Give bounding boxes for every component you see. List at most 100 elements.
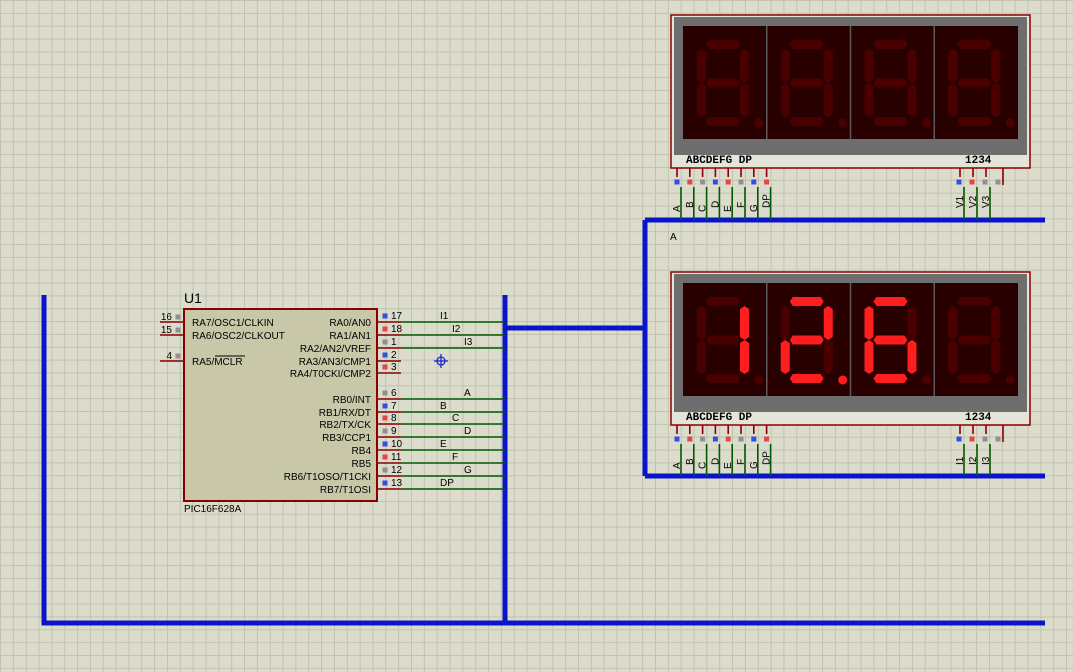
bus-network[interactable] xyxy=(41,217,1045,626)
mcu-pin-label: RA4/T0CKI/CMP2 xyxy=(290,369,372,380)
mcu-pin-number: 8 xyxy=(391,413,397,424)
digit-4 xyxy=(948,297,1015,385)
pin-marker xyxy=(175,353,181,359)
segment-c xyxy=(907,340,917,374)
segment-g xyxy=(789,335,824,345)
segment-d xyxy=(873,374,908,383)
mcu-pin-number: 2 xyxy=(391,350,397,361)
mcu-pin-label: RA0/AN0 xyxy=(329,318,371,329)
segment-b xyxy=(740,306,749,340)
mcu-pin-label: RA7/OSC1/CLKIN xyxy=(192,318,274,329)
segment-f xyxy=(864,306,874,340)
display-wire-label: B xyxy=(685,458,696,465)
segment-f xyxy=(780,306,790,340)
segment-c xyxy=(991,83,1001,117)
segment-c xyxy=(740,83,749,117)
pin-marker xyxy=(175,327,181,333)
mcu-pin-label: RB6/T1OSO/T1CKI xyxy=(284,472,371,483)
digit-2 xyxy=(780,40,848,128)
segment-e xyxy=(864,83,874,117)
display-wire-label: V2 xyxy=(968,195,979,208)
segment-header: ABCDEFG DP xyxy=(686,412,752,424)
pin-marker xyxy=(995,179,1001,185)
net-label: DP xyxy=(440,478,454,489)
net-label: I3 xyxy=(464,337,473,348)
mcu-ref: U1 xyxy=(184,290,202,306)
display-wire-label: G xyxy=(749,461,760,469)
display-wire-label: B xyxy=(685,201,696,208)
segment-a xyxy=(706,40,740,49)
decimal-point xyxy=(1005,118,1015,128)
mcu-pin-label: RA1/AN1 xyxy=(329,331,371,342)
net-label: B xyxy=(440,401,447,412)
display-wire-label: F xyxy=(736,459,747,465)
segment-b xyxy=(907,49,917,83)
segment-g xyxy=(789,78,824,88)
display-wire-label: C xyxy=(698,462,709,469)
mcu-pin-number: 16 xyxy=(161,312,173,323)
mcu-pin-number: 10 xyxy=(391,439,403,450)
display-wire-label: G xyxy=(749,204,760,212)
mcu-pin-number: 11 xyxy=(391,452,402,463)
mcu-body[interactable] xyxy=(183,308,378,502)
segment-a xyxy=(706,297,740,306)
pin-marker xyxy=(764,179,770,185)
mcu-pin-number: 9 xyxy=(391,426,397,437)
mcu-pin-number: 15 xyxy=(161,325,173,336)
pin-marker xyxy=(725,436,731,442)
segment-d xyxy=(706,117,740,126)
segment-b xyxy=(991,306,1001,340)
decimal-point xyxy=(922,118,931,128)
pin-marker xyxy=(751,436,757,442)
segment-f xyxy=(948,306,958,340)
display-wire-label: D xyxy=(710,201,721,208)
digit-4 xyxy=(948,40,1015,128)
segment-f xyxy=(780,49,790,83)
pin-marker xyxy=(382,313,388,319)
pin-marker xyxy=(956,436,962,442)
crosshair-cursor-icon xyxy=(434,354,448,368)
digit-1 xyxy=(697,40,764,128)
net-label: I1 xyxy=(440,311,449,322)
pin-marker xyxy=(382,364,388,370)
segment-a xyxy=(789,297,824,306)
segment-g xyxy=(873,335,908,345)
segment-e xyxy=(948,340,958,374)
digit-header: 1234 xyxy=(965,155,992,167)
display-wire-label: DP xyxy=(762,451,773,465)
mcu-pin-label: RA3/AN3/CMP1 xyxy=(299,357,372,368)
segment-e xyxy=(948,83,958,117)
segment-e xyxy=(780,83,790,117)
mcu-u1[interactable]: U1 PIC16F628A 16RA7/OSC1/CLKIN15RA6/OSC2… xyxy=(160,290,505,515)
decimal-point xyxy=(754,118,764,128)
net-label: E xyxy=(440,439,447,450)
pin-marker xyxy=(382,454,388,460)
pin-marker xyxy=(687,436,693,442)
segment-d xyxy=(957,117,992,126)
pin-marker xyxy=(382,390,388,396)
decimal-point xyxy=(754,375,764,385)
segment-d xyxy=(873,117,908,126)
segment-b xyxy=(907,306,917,340)
pin-marker xyxy=(764,436,770,442)
pin-marker xyxy=(382,480,388,486)
mcu-pin-label: RB1/RX/DT xyxy=(319,408,371,419)
mcu-pin-number: 6 xyxy=(391,388,397,399)
segment-f xyxy=(864,49,874,83)
mcu-pin-label: RA6/OSC2/CLKOUT xyxy=(192,331,285,342)
net-label: C xyxy=(452,413,459,424)
pin-marker xyxy=(382,415,388,421)
pin-marker xyxy=(674,179,680,185)
display-wire-label: I2 xyxy=(968,456,979,465)
pin-marker xyxy=(382,326,388,332)
display-wire-label: E xyxy=(723,205,734,212)
pin-marker xyxy=(712,179,718,185)
mcu-pin-number: 13 xyxy=(391,478,403,489)
segment-b xyxy=(823,306,833,340)
mcu-pin-number: 7 xyxy=(391,401,397,412)
pin-marker xyxy=(956,179,962,185)
pin-marker xyxy=(382,403,388,409)
